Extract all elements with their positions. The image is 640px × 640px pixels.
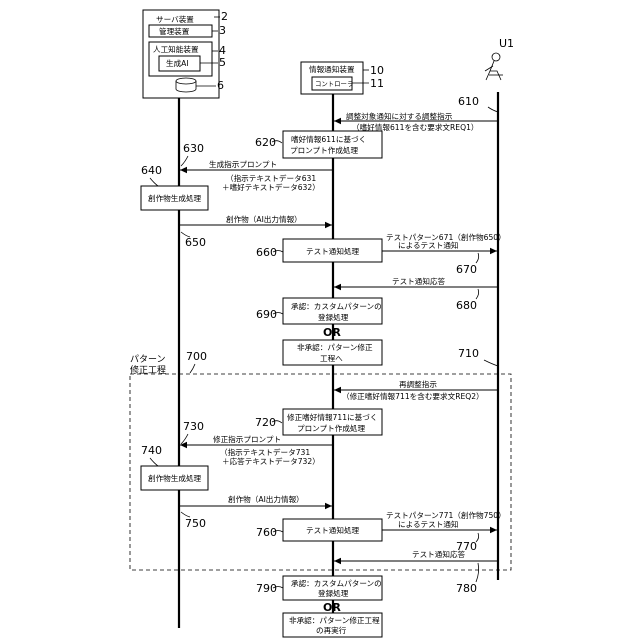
user-icon — [485, 53, 503, 80]
ref-notification-device: 10 — [370, 64, 384, 77]
msg-770-line1: テストパターン771（創作物750） — [386, 510, 506, 520]
msg-630-line3: ＋嗜好テキストデータ632） — [222, 182, 320, 192]
server-device-title: サーバ装置 — [156, 14, 194, 24]
msg-750: 創作物（AI出力情報） — [228, 494, 304, 504]
msg-690b-line2: 工程へ — [320, 354, 343, 363]
region-700-label-line1: パターン — [130, 354, 166, 365]
ref-650: 650 — [185, 236, 206, 249]
msg-790b-line1: 非承認：パターン修正工程 — [289, 615, 380, 625]
ref-610: 610 — [458, 95, 479, 108]
notification-device: 情報通知装置 コントローラ 10 11 — [301, 62, 384, 94]
ref-750: 750 — [185, 517, 206, 530]
ref-controller: 11 — [370, 77, 384, 90]
server-device: サーバ装置 管理装置 人工知能装置 生成AI 2 3 4 5 6 — [143, 10, 228, 98]
ref-user: U1 — [499, 37, 514, 50]
msg-790-line2: 登録処理 — [318, 588, 349, 598]
ref-gen-ai: 5 — [219, 56, 226, 69]
ref-780: 780 — [456, 582, 477, 595]
ref-790: 790 — [256, 582, 277, 595]
msg-640: 創作物生成処理 — [148, 193, 202, 203]
msg-790-line1: 承認：カスタムパターンの — [291, 578, 382, 588]
msg-690b-line1: 非承認：パターン修正 — [297, 342, 373, 352]
or-label-2: OR — [323, 601, 341, 614]
msg-690-line2: 登録処理 — [318, 312, 349, 322]
ref-620: 620 — [255, 136, 276, 149]
controller-label: コントローラ — [315, 80, 353, 88]
msg-630-line1: 生成指示プロンプト — [209, 159, 277, 169]
msg-770-line2: によるテスト通知 — [398, 519, 459, 529]
msg-660: テスト通知処理 — [306, 246, 360, 256]
notification-device-title: 情報通知装置 — [309, 64, 355, 74]
ref-680: 680 — [456, 299, 477, 312]
ref-630: 630 — [183, 142, 204, 155]
ref-700: 700 — [186, 350, 207, 363]
ref-690: 690 — [256, 308, 277, 321]
msg-680: テスト通知応答 — [392, 276, 446, 286]
manager-device-label: 管理装置 — [159, 26, 190, 36]
msg-620-line1: 嗜好情報611に基づく — [291, 134, 366, 144]
msg-730-line2: （指示テキストデータ731 — [220, 447, 310, 457]
msg-740: 創作物生成処理 — [148, 473, 202, 483]
ref-manager: 3 — [219, 24, 226, 37]
msg-720-line2: プロンプト作成処理 — [297, 423, 366, 433]
msg-730-line1: 修正指示プロンプト — [213, 434, 281, 444]
ref-640: 640 — [141, 164, 162, 177]
ref-670: 670 — [456, 263, 477, 276]
ref-730: 730 — [183, 420, 204, 433]
msg-720-line1: 修正嗜好情報711に基づく — [287, 412, 377, 422]
msg-710-line1: 再調整指示 — [399, 379, 437, 389]
msg-610-line1: 調整対象通知に対する調整指示 — [346, 111, 453, 121]
ref-710: 710 — [458, 347, 479, 360]
msg-780: テスト通知応答 — [412, 549, 466, 559]
ref-server: 2 — [221, 10, 228, 23]
msg-760: テスト通知処理 — [306, 525, 360, 535]
msg-790b-line2: の再実行 — [316, 625, 347, 635]
msg-650: 創作物（AI出力情報） — [226, 214, 302, 224]
ref-660: 660 — [256, 246, 277, 259]
ref-720: 720 — [255, 416, 276, 429]
gen-ai-label: 生成AI — [166, 58, 189, 68]
ref-740: 740 — [141, 444, 162, 457]
or-label-1: OR — [323, 326, 341, 339]
msg-730-line3: ＋応答テキストデータ732） — [222, 456, 320, 466]
ref-760: 760 — [256, 526, 277, 539]
ref-database: 6 — [217, 79, 224, 92]
msg-690-line1: 承認：カスタムパターンの — [291, 301, 382, 311]
msg-630-line2: （指示テキストデータ631 — [226, 173, 316, 183]
ai-device-label: 人工知能装置 — [153, 44, 199, 54]
msg-620-line2: プロンプト作成処理 — [290, 145, 359, 155]
msg-670-line2: によるテスト通知 — [398, 240, 459, 250]
msg-710-line2: （修正嗜好情報711を含む要求文REQ2） — [342, 391, 484, 401]
